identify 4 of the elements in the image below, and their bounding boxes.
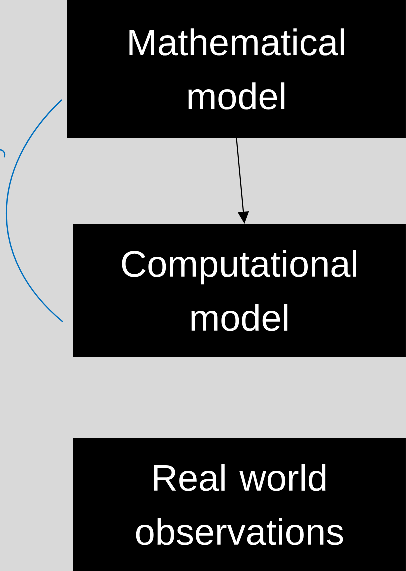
model-box: Real world observations	[73, 438, 406, 571]
model-box: Computational model	[73, 224, 406, 358]
model-box: Mathematical model	[67, 0, 406, 138]
curved-line	[6, 100, 64, 322]
